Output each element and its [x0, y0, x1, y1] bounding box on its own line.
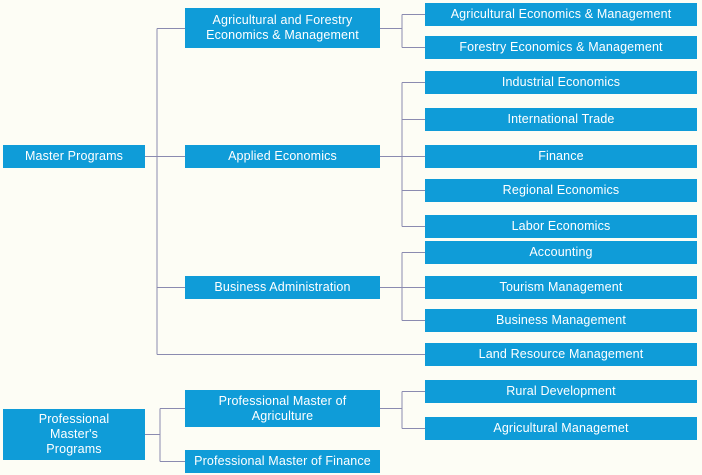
node-agricultural-economics-management[interactable]: Agricultural Economics & Management	[425, 3, 697, 26]
node-agricultural-managemet[interactable]: Agricultural Managemet	[425, 417, 697, 440]
node-finance[interactable]: Finance	[425, 145, 697, 168]
node-labor-economics[interactable]: Labor Economics	[425, 215, 697, 238]
node-professional-masters-programs[interactable]: Professional Master's Programs	[3, 409, 145, 460]
node-land-resource-management[interactable]: Land Resource Management	[425, 343, 697, 366]
node-professional-master-of-finance[interactable]: Professional Master of Finance	[185, 450, 380, 473]
node-business-management[interactable]: Business Management	[425, 309, 697, 332]
node-tourism-management[interactable]: Tourism Management	[425, 276, 697, 299]
node-rural-development[interactable]: Rural Development	[425, 380, 697, 403]
node-forestry-economics-management[interactable]: Forestry Economics & Management	[425, 36, 697, 59]
node-industrial-economics[interactable]: Industrial Economics	[425, 71, 697, 94]
node-accounting[interactable]: Accounting	[425, 241, 697, 264]
node-applied-economics[interactable]: Applied Economics	[185, 145, 380, 168]
node-agricultural-and-forestry-economics-management[interactable]: Agricultural and Forestry Economics & Ma…	[185, 8, 380, 48]
node-master-programs[interactable]: Master Programs	[3, 145, 145, 168]
node-regional-economics[interactable]: Regional Economics	[425, 179, 697, 202]
node-professional-master-of-agriculture[interactable]: Professional Master of Agriculture	[185, 390, 380, 427]
node-business-administration[interactable]: Business Administration	[185, 276, 380, 299]
node-international-trade[interactable]: International Trade	[425, 108, 697, 131]
